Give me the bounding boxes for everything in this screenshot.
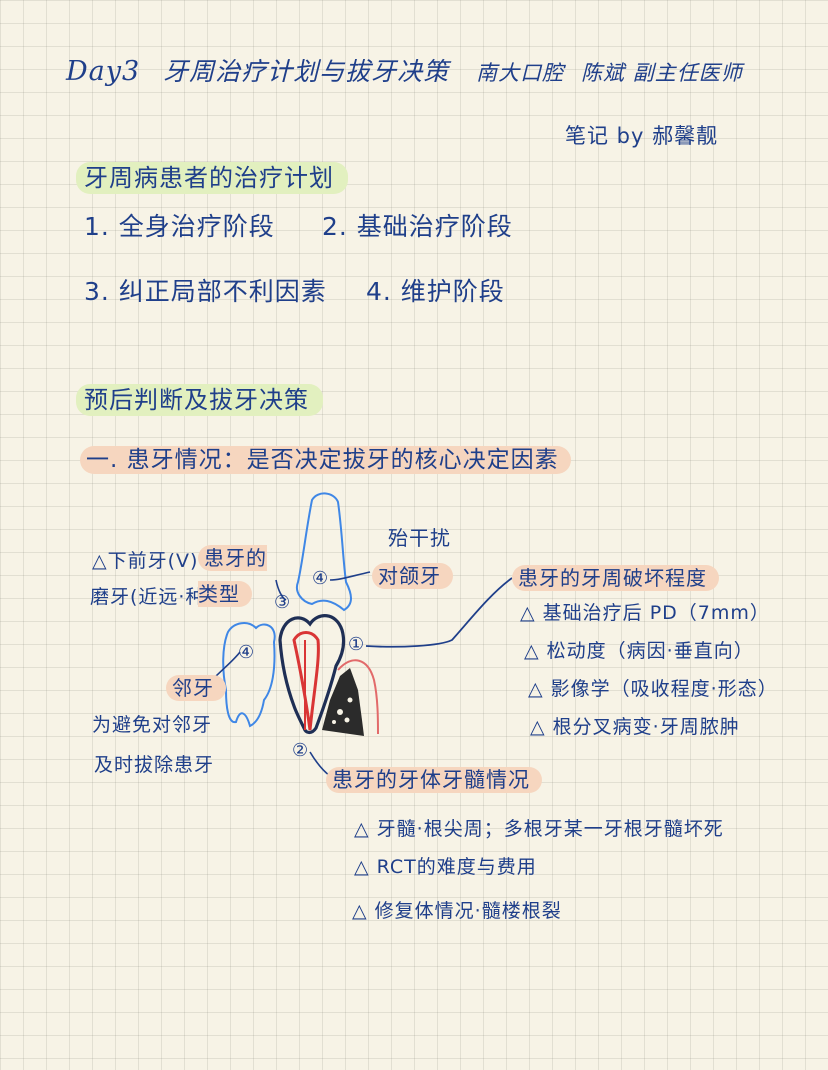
affected-tooth-drawing [278, 614, 346, 735]
section2-subheading: 一. 患牙情况：是否决定拔牙的核心决定因素 [80, 440, 571, 474]
opposing-label: 对颌牙 [372, 560, 453, 589]
section1-heading-text: 牙周病患者的治疗计划 [76, 162, 348, 194]
stage-4: 4. 维护阶段 [366, 277, 505, 306]
institution: 南大口腔 [476, 61, 565, 85]
neighbor-note-line2: 及时拔除患牙 [94, 754, 215, 776]
neighbor-label: 邻牙 [166, 672, 226, 701]
gum-line-drawing [337, 659, 379, 735]
circle-4-left-marker: ④ [238, 642, 256, 663]
section1-heading: 牙周病患者的治疗计划 [76, 158, 348, 194]
bone-drawing [322, 668, 364, 736]
tooth-type-label: 患牙的类型 [198, 540, 270, 612]
periodontal-item-2: △ 松动度（病因·垂直向） [524, 640, 754, 662]
left-note-line2: 磨牙(近远·种) [90, 586, 214, 608]
section2-heading-text: 预后判断及拔牙决策 [76, 384, 323, 416]
section2-subheading-text: 一. 患牙情况：是否决定拔牙的核心决定因素 [80, 446, 571, 474]
neighbor-tooth-drawing [222, 622, 276, 728]
interference-label: 殆干扰 [388, 526, 451, 550]
stage-1: 1. 全身治疗阶段 [84, 212, 275, 241]
periodontal-item-4: △ 根分叉病变·牙周脓肿 [530, 716, 740, 738]
circle-4-top-marker: ④ [312, 568, 330, 589]
circle-1-marker: ① [348, 634, 366, 655]
left-note-line1: △下前牙(V) [92, 550, 199, 572]
pulp-drawing [292, 631, 320, 731]
periodontal-item-3: △ 影像学（吸收程度·形态） [528, 678, 778, 700]
notes-author: 笔记 by 郝馨靓 [565, 124, 719, 148]
lecture-title: 牙周治疗计划与拔牙决策 [163, 57, 450, 86]
pulp-item-3: △ 修复体情况·髓楼根裂 [352, 900, 562, 922]
pulp-heading-text: 患牙的牙体牙髓情况 [326, 767, 542, 793]
lecturer: 陈斌 副主任医师 [581, 61, 743, 85]
tooth-type-text: 患牙的类型 [198, 545, 267, 607]
opposing-tooth-drawing [296, 492, 352, 612]
pulp-item-2: △ RCT的难度与费用 [354, 856, 537, 878]
opposing-text: 对颌牙 [372, 563, 453, 589]
stage-3: 3. 纠正局部不利因素 [84, 277, 327, 306]
periodontal-heading-text: 患牙的牙周破坏程度 [512, 565, 719, 591]
pulp-item-1: △ 牙髓·根尖周；多根牙某一牙根牙髓坏死 [354, 818, 724, 840]
periodontal-item-1: △ 基础治疗后 PD（7mm） [520, 602, 770, 624]
periodontal-heading: 患牙的牙周破坏程度 [512, 562, 719, 591]
pulp-heading: 患牙的牙体牙髓情况 [326, 764, 542, 794]
neighbor-text: 邻牙 [166, 675, 226, 701]
day-label: Day3 [66, 56, 141, 87]
circle-2-marker: ② [292, 740, 310, 761]
page-title: Day3 牙周治疗计划与拔牙决策 南大口腔 陈斌 副主任医师 [66, 52, 743, 88]
section2-heading: 预后判断及拔牙决策 [76, 380, 323, 416]
circle-3-marker: ③ [274, 592, 292, 613]
neighbor-note-line1: 为避免对邻牙 [92, 714, 213, 736]
stage-2: 2. 基础治疗阶段 [322, 212, 513, 241]
